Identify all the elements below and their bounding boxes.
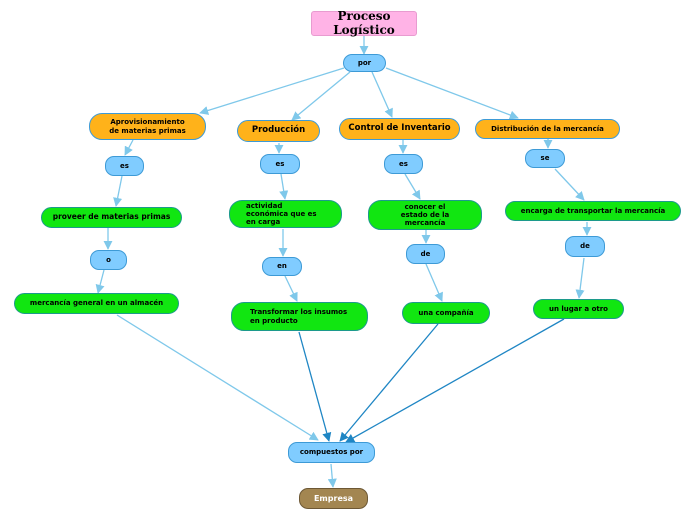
edge-se-desc4 bbox=[554, 168, 585, 201]
link-es-3[interactable]: es bbox=[384, 154, 423, 174]
title-node[interactable]: Proceso Logístico bbox=[311, 9, 417, 36]
edge-result2-compuestos bbox=[298, 331, 332, 442]
edge-es1-desc1 bbox=[113, 175, 123, 207]
edge-por-produccion bbox=[291, 71, 351, 121]
edge-compuestos-empresa bbox=[327, 463, 337, 488]
desc-conocer-estado[interactable]: conocer el estado de la mercancía bbox=[368, 200, 482, 230]
link-de-3[interactable]: de bbox=[406, 244, 445, 264]
edge-por-aprov bbox=[199, 67, 345, 115]
edge-es2-desc2 bbox=[279, 173, 289, 200]
edge-por-control bbox=[371, 71, 393, 118]
desc-encarga-transportar[interactable]: encarga de transportar la mercancía bbox=[505, 201, 681, 221]
edge-result4-compuestos bbox=[345, 318, 565, 443]
edge-result3-compuestos bbox=[339, 323, 439, 442]
edge-result1-compuestos bbox=[116, 314, 319, 441]
result-una-compania[interactable]: una compañía bbox=[402, 302, 490, 324]
link-es-2[interactable]: es bbox=[260, 154, 300, 174]
category-control-inventario[interactable]: Control de Inventario bbox=[339, 118, 460, 140]
result-mercancia-almacen[interactable]: mercancía general en un almacén bbox=[14, 293, 179, 314]
link-es-1[interactable]: es bbox=[105, 156, 144, 176]
edge-en-result2 bbox=[284, 275, 298, 302]
desc-actividad-economica[interactable]: actividad económica que es en carga bbox=[229, 200, 342, 228]
desc-proveer[interactable]: proveer de materias primas bbox=[41, 207, 182, 228]
por-node[interactable]: por bbox=[343, 54, 386, 72]
link-en[interactable]: en bbox=[262, 257, 302, 276]
link-de-4[interactable]: de bbox=[565, 236, 605, 257]
link-o[interactable]: o bbox=[90, 250, 127, 270]
result-transformar[interactable]: Transformar los insumos en producto bbox=[231, 302, 368, 331]
edge-de3-result3 bbox=[425, 263, 443, 302]
category-aprovisionamiento[interactable]: Aprovisionamiento de materias primas bbox=[89, 113, 206, 140]
category-produccion[interactable]: Producción bbox=[237, 120, 320, 142]
category-distribucion[interactable]: Distribución de la mercancía bbox=[475, 119, 620, 139]
link-se[interactable]: se bbox=[525, 149, 565, 168]
edge-aprov-es bbox=[124, 139, 134, 156]
result-un-lugar-a-otro[interactable]: un lugar a otro bbox=[533, 299, 624, 319]
empresa-node[interactable]: Empresa bbox=[299, 488, 368, 509]
edge-por-distribucion bbox=[385, 67, 519, 120]
edge-de4-result4 bbox=[575, 257, 585, 299]
compuestos-por-node[interactable]: compuestos por bbox=[288, 442, 375, 463]
edge-es3-desc3 bbox=[404, 173, 421, 200]
edge-o-result1 bbox=[95, 269, 105, 294]
